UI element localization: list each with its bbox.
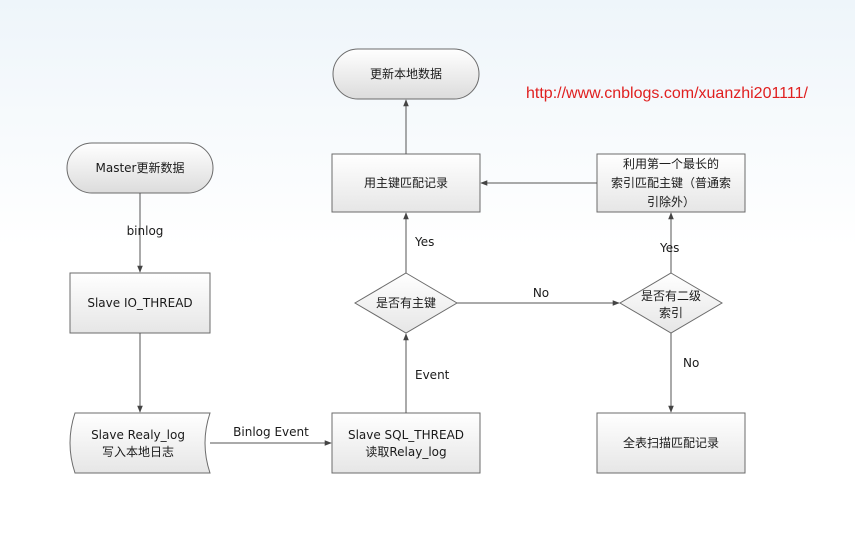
node-relay-log-label-2: 写入本地日志 xyxy=(102,445,174,459)
node-master-update-label: Master更新数据 xyxy=(96,160,185,175)
edge-no-label: No xyxy=(533,286,549,300)
node-relay-log: Slave Realy_log 写入本地日志 xyxy=(69,412,211,474)
node-pk-match-label: 用主键匹配记录 xyxy=(364,176,448,190)
node-update-local-data: 更新本地数据 xyxy=(332,48,480,100)
node-sql-thread: Slave SQL_THREAD 读取Relay_log xyxy=(331,412,481,474)
node-io-thread-label: Slave IO_THREAD xyxy=(87,296,192,310)
node-io-thread: Slave IO_THREAD xyxy=(69,272,211,334)
source-url: http://www.cnblogs.com/xuanzhi201111/ xyxy=(526,85,808,102)
node-has-secondary-index: 是否有二级 索引 xyxy=(619,272,723,334)
edge-yes-left-label: Yes xyxy=(414,235,434,249)
edge-binlog-event-label: Binlog Event xyxy=(233,425,309,439)
node-has-primary-key: 是否有主键 xyxy=(354,272,458,334)
node-pk-match: 用主键匹配记录 xyxy=(331,153,481,213)
edge-yes-right-label: Yes xyxy=(659,241,679,255)
node-master-update: Master更新数据 xyxy=(66,142,214,194)
node-update-local-data-label: 更新本地数据 xyxy=(370,66,442,81)
node-longest-index-label-1: 利用第一个最长的 xyxy=(623,156,719,171)
edge-event-label: Event xyxy=(415,368,450,382)
node-sql-thread-label-1: Slave SQL_THREAD xyxy=(348,428,464,442)
node-has-primary-key-label: 是否有主键 xyxy=(376,296,436,310)
edge-binlog-label: binlog xyxy=(127,224,164,238)
node-full-scan-label: 全表扫描匹配记录 xyxy=(623,435,719,450)
edge-no-down-label: No xyxy=(683,356,699,370)
node-has-secondary-index-label-1: 是否有二级 xyxy=(641,289,701,303)
node-longest-index-label-3: 引除外） xyxy=(647,194,695,209)
node-longest-index: 利用第一个最长的 索引匹配主键（普通索 引除外） xyxy=(596,153,746,213)
node-full-scan: 全表扫描匹配记录 xyxy=(596,412,746,474)
node-sql-thread-label-2: 读取Relay_log xyxy=(365,445,446,459)
node-has-secondary-index-label-2: 索引 xyxy=(659,306,683,320)
node-relay-log-label-1: Slave Realy_log xyxy=(91,428,185,442)
node-longest-index-label-2: 索引匹配主键（普通索 xyxy=(611,176,731,190)
